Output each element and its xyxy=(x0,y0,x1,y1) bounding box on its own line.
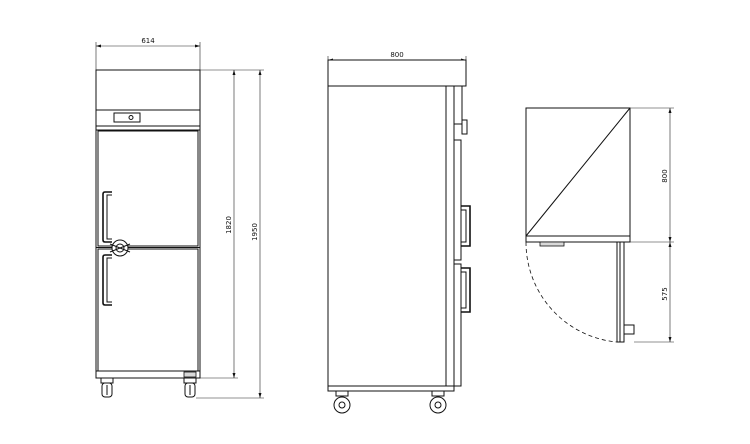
control-knob-icon xyxy=(128,115,134,120)
lower-door-handle xyxy=(102,254,112,306)
plan-door-handle xyxy=(624,324,635,335)
plan-diagonal-line xyxy=(525,107,631,237)
front-vent-grille xyxy=(183,371,197,378)
side-lower-door xyxy=(453,263,462,387)
side-lower-handle xyxy=(461,267,471,313)
control-display xyxy=(113,112,141,123)
front-top-canopy xyxy=(95,69,201,111)
front-width-dimension: 614 xyxy=(95,37,201,70)
front-total-height-dimension: 1950 xyxy=(196,69,264,399)
plan-depth-dimension: 800 xyxy=(630,107,674,243)
side-front-panel xyxy=(453,85,463,125)
plan-view: 800 575 xyxy=(525,107,674,343)
front-base-plinth xyxy=(95,370,201,379)
side-control-bump xyxy=(461,119,468,135)
side-upper-handle xyxy=(461,205,471,247)
front-view: 614 xyxy=(95,37,264,399)
side-cabinet-body xyxy=(327,85,455,387)
upper-door xyxy=(97,130,199,247)
plan-swing-dimension: 575 xyxy=(634,242,674,343)
side-caster-rear xyxy=(333,390,351,414)
plan-depth-label: 800 xyxy=(661,169,669,182)
plan-cabinet-outline xyxy=(525,107,631,243)
side-depth-label: 800 xyxy=(390,51,403,59)
front-total-height-label: 1950 xyxy=(251,223,259,241)
upper-door-handle xyxy=(102,191,112,243)
plan-door-swing-arc xyxy=(525,241,618,343)
door-lock-icon xyxy=(109,239,131,257)
front-caster-right xyxy=(183,377,197,398)
front-width-label: 614 xyxy=(141,37,155,45)
side-base xyxy=(327,385,455,392)
front-body-height-dimension: 1820 xyxy=(200,69,238,379)
side-top-canopy xyxy=(327,59,467,87)
front-body-height-label: 1820 xyxy=(225,216,233,234)
front-control-panel xyxy=(95,109,201,127)
side-upper-door xyxy=(453,139,462,261)
side-view: 800 xyxy=(327,51,471,414)
plan-swing-label: 575 xyxy=(661,287,669,300)
front-caster-left xyxy=(100,377,114,398)
plan-hinge-bracket xyxy=(539,241,565,247)
side-caster-front xyxy=(429,390,447,414)
